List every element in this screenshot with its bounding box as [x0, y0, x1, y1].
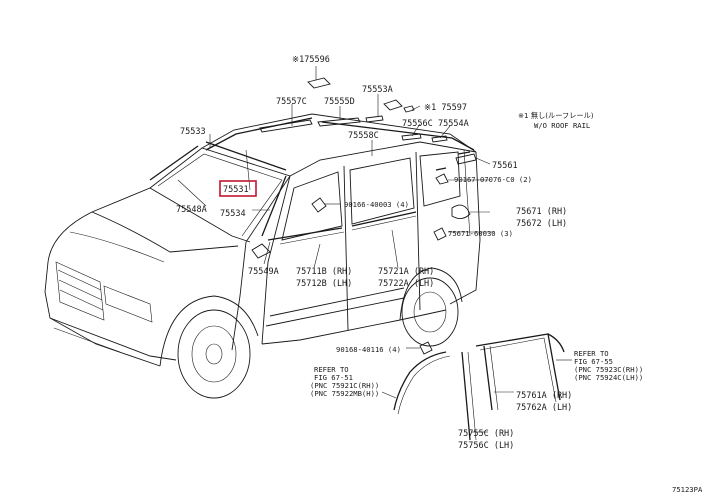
label-75549a[interactable]: 75549A	[248, 267, 279, 277]
label-75761a[interactable]: 75761A (RH)	[516, 391, 572, 401]
figure-id: 75123PA	[672, 485, 703, 494]
refer-right-2: FIG 67-55	[574, 357, 613, 366]
exploded-parts	[259, 77, 477, 355]
refer-left-2: FIG 67-51	[314, 373, 353, 382]
refer-right-1: REFER TO	[574, 349, 609, 358]
label-75672[interactable]: 75672 (LH)	[516, 219, 567, 229]
label-75556c[interactable]: 75556C	[402, 119, 433, 129]
label-75671-60030[interactable]: 75671-60030 (3)	[448, 229, 513, 238]
note-roof-rail-jp: ※1 無し(ルーフレール)	[518, 111, 594, 120]
label-75553a[interactable]: 75553A	[362, 85, 393, 95]
label-75596[interactable]: ※175596	[292, 55, 330, 65]
refer-left-4: (PNC 75922MB(H))	[310, 389, 379, 398]
refer-right-4: (PNC 75924C(LH))	[574, 373, 643, 382]
vehicle-outline	[44, 113, 481, 399]
label-75722a[interactable]: 75722A (LH)	[378, 279, 434, 289]
label-75755c[interactable]: 75755C (RH)	[458, 429, 514, 439]
highlight-box	[219, 180, 257, 197]
label-90168[interactable]: 90168-40116 (4)	[336, 345, 401, 354]
label-75554a[interactable]: 75554A	[438, 119, 469, 129]
label-75671[interactable]: 75671 (RH)	[516, 207, 567, 217]
label-75711b[interactable]: 75711B (RH)	[296, 267, 352, 277]
door-frame-moldings	[393, 333, 565, 441]
label-75533[interactable]: 75533	[180, 127, 206, 137]
refer-left-1: REFER TO	[314, 365, 349, 374]
notes: ※1 無し(ルーフレール) W/O ROOF RAIL REFER TO FIG…	[310, 111, 703, 494]
label-75597[interactable]: ※1 75597	[424, 103, 467, 113]
label-75557c[interactable]: 75557C	[276, 97, 307, 107]
label-75555d[interactable]: 75555D	[324, 97, 355, 107]
label-75712b[interactable]: 75712B (LH)	[296, 279, 352, 289]
leader-lines	[177, 66, 572, 433]
label-75561[interactable]: 75561	[492, 161, 518, 171]
label-75534[interactable]: 75534	[220, 209, 246, 219]
refer-left-3: (PNC 75921C(RH))	[310, 381, 379, 390]
refer-right-3: (PNC 75923C(RH))	[574, 365, 643, 374]
label-90167[interactable]: 90167-07076-C0 (2)	[454, 175, 532, 184]
label-75721a[interactable]: 75721A (RH)	[378, 267, 434, 277]
label-75558c[interactable]: 75558C	[348, 131, 379, 141]
note-roof-rail-en: W/O ROOF RAIL	[534, 121, 590, 130]
label-75756c[interactable]: 75756C (LH)	[458, 441, 514, 451]
part-labels: ※175596 75557C 75555D 75553A ※1 75597 75…	[176, 55, 572, 451]
label-90166[interactable]: 90166-40003 (4)	[344, 200, 409, 209]
label-75548a[interactable]: 75548A	[176, 205, 207, 215]
label-75762a[interactable]: 75762A (LH)	[516, 403, 572, 413]
label-75531[interactable]: 75531	[223, 185, 249, 195]
